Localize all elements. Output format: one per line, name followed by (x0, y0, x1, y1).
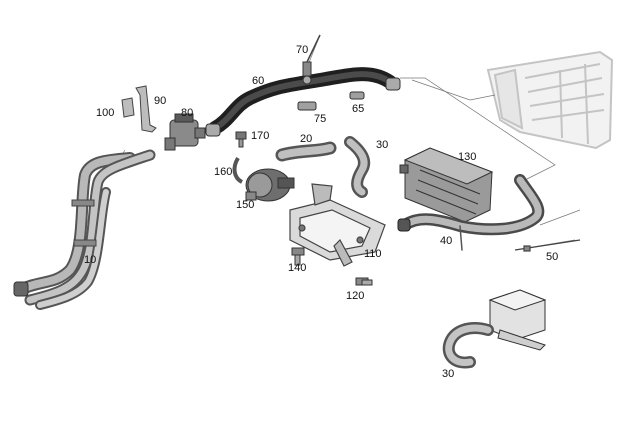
bolts-120-140 (291, 247, 373, 286)
callout-30-lower: 30 (442, 368, 455, 380)
callout-130: 130 (458, 151, 477, 163)
callout-20: 20 (300, 133, 313, 145)
hose-10 (13, 149, 156, 310)
bracket-110 (289, 183, 386, 267)
callout-110: 110 (364, 248, 382, 260)
hose-20 (275, 141, 337, 162)
callout-90: 90 (154, 95, 167, 107)
callout-65: 65 (352, 103, 365, 115)
callout-80: 80 (181, 107, 194, 119)
callout-160: 160 (214, 166, 233, 178)
sensor-cable-50 (514, 239, 581, 252)
hose-30-upper (344, 136, 371, 198)
clip-160 (232, 156, 244, 184)
callout-10: 10 (84, 254, 97, 266)
callout-60: 60 (252, 75, 265, 87)
fittings-65-75 (297, 91, 365, 111)
bracket-90-100 (121, 85, 157, 133)
callout-75: 75 (314, 113, 327, 125)
callout-170: 170 (251, 130, 270, 142)
valve-80 (164, 113, 206, 151)
pump-150 (245, 168, 295, 202)
callout-30-upper: 30 (376, 139, 389, 151)
hose-60 (205, 67, 401, 137)
screw-170 (235, 131, 247, 148)
callout-150: 150 (236, 199, 255, 211)
callout-120: 120 (346, 290, 365, 302)
radiator-ghost (486, 50, 614, 150)
callout-50: 50 (546, 251, 559, 263)
hose-30-lower (442, 322, 494, 369)
heater-130 (399, 147, 494, 223)
hose-40 (397, 174, 545, 251)
callout-100: 100 (96, 107, 115, 119)
callout-70: 70 (296, 44, 309, 56)
sensor-70 (302, 34, 321, 85)
callout-40: 40 (440, 235, 453, 247)
cooler-lower (488, 289, 547, 351)
callout-140: 140 (288, 262, 307, 274)
